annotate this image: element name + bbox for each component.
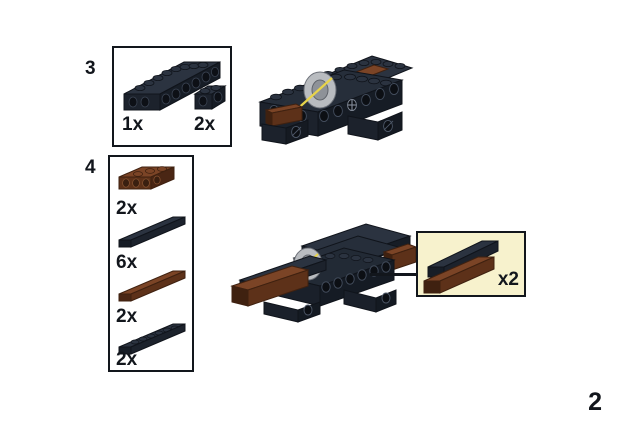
step-number-4: 4 [85, 157, 96, 178]
part-qty-step4-2: 2x [116, 306, 138, 327]
assembly-step-3 [252, 50, 424, 160]
page-number: 2 [588, 388, 602, 416]
part-qty-step4-3: 2x [116, 349, 138, 370]
gear-detail [293, 71, 337, 113]
sub-assembly-callout: x2 [416, 231, 526, 297]
part-qty-step4-1: 6x [116, 252, 138, 273]
part-black-technic-brick-1x2 [192, 76, 232, 116]
part-brown-tile-1x8 [115, 267, 189, 307]
parts-list-box-step-3: 1x 2x [112, 46, 232, 147]
part-qty-step4-0: 2x [116, 198, 138, 219]
part-black-plate-1x8 [115, 320, 189, 360]
parts-list-box-step-4: 2x 6x 2x [108, 155, 194, 372]
assembly-step-4 [224, 218, 424, 326]
callout-leader-line [370, 273, 418, 276]
part-brown-bracket-1x4 [116, 162, 182, 196]
callout-quantity-label: x2 [497, 269, 519, 290]
part-black-technic-brick-1x8 [120, 56, 224, 118]
step-number-3: 3 [85, 58, 96, 79]
part-black-tile-1x8 [115, 213, 189, 253]
part-qty-step3-1: 2x [194, 114, 216, 135]
callout-part-brown-tile-1x8 [420, 253, 502, 299]
part-qty-step3-0: 1x [122, 114, 144, 135]
